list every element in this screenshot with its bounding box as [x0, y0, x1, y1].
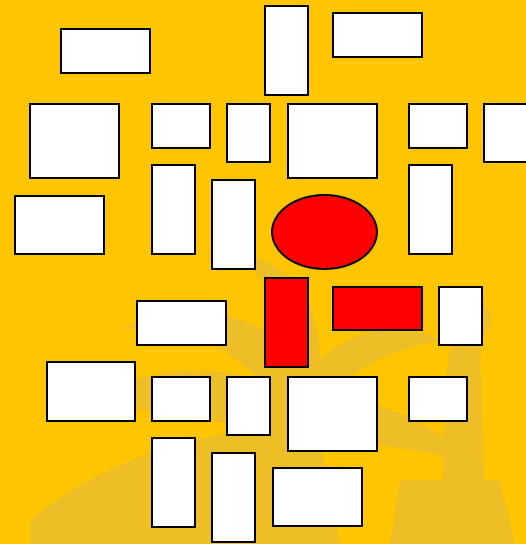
rectangle-shape[interactable]: [151, 437, 196, 528]
rectangle-shape[interactable]: [408, 103, 468, 149]
rectangle-shape[interactable]: [287, 376, 378, 452]
rectangle-shape[interactable]: [29, 103, 120, 179]
rectangle-shape[interactable]: [211, 452, 256, 543]
rectangle-shape[interactable]: [438, 286, 483, 346]
rectangle-shape[interactable]: [136, 300, 227, 346]
rectangle-shape[interactable]: [151, 376, 211, 422]
rectangle-shape[interactable]: [408, 376, 468, 422]
rectangle-shape[interactable]: [60, 28, 151, 74]
highlighted-rectangle-shape[interactable]: [264, 277, 309, 368]
rectangle-shape[interactable]: [272, 467, 363, 527]
rectangle-shape[interactable]: [264, 5, 309, 96]
rectangle-shape[interactable]: [14, 195, 105, 255]
rectangle-shape[interactable]: [408, 164, 453, 255]
highlighted-rectangle-shape[interactable]: [332, 286, 423, 331]
rectangle-shape[interactable]: [226, 376, 271, 436]
highlighted-ellipse-shape[interactable]: [271, 194, 378, 270]
rectangle-shape[interactable]: [211, 179, 256, 270]
rectangle-shape[interactable]: [46, 361, 136, 422]
rectangle-shape[interactable]: [226, 103, 271, 163]
rectangle-shape[interactable]: [151, 164, 196, 255]
rectangle-shape[interactable]: [483, 103, 526, 163]
rectangle-shape[interactable]: [332, 12, 423, 58]
rectangle-shape[interactable]: [287, 103, 378, 179]
rectangle-shape[interactable]: [151, 103, 211, 149]
